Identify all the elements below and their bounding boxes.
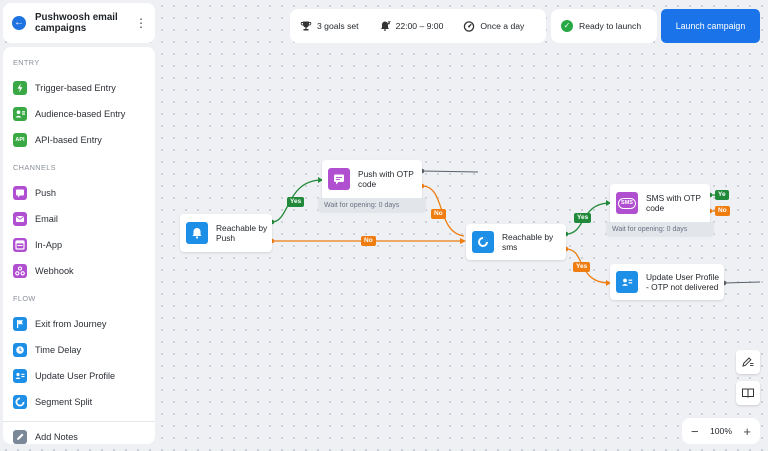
sidebar-item-update-profile[interactable]: Update User Profile (3, 363, 155, 389)
trophy-icon (300, 21, 312, 31)
branch-badge-yes: Yes (287, 197, 305, 207)
user-profile-icon (616, 271, 638, 293)
node-label: Reachable by sms (502, 232, 554, 252)
connector-update-profile-out (723, 281, 761, 284)
zoom-level: 100% (710, 426, 732, 436)
silent-hours-setting[interactable]: 22:00 – 9:00 (379, 20, 444, 32)
node-reachable-by-sms[interactable]: Reachable by sms (466, 224, 566, 260)
goals-setting[interactable]: 3 goals set (300, 20, 359, 32)
sms-icon: SMS (616, 192, 638, 214)
branch-badge-no: No (361, 236, 376, 246)
branch-badge-yes: Yes (573, 262, 591, 272)
elements-sidebar: ENTRY Trigger-based Entry Audience-based… (3, 47, 155, 444)
push-message-icon (328, 168, 350, 190)
branch-badge-no: No (431, 209, 446, 219)
connector-open-push-otp (421, 170, 479, 173)
sidebar-item-label: Update User Profile (35, 371, 116, 381)
node-reachable-by-push[interactable]: Reachable by Push (180, 214, 272, 252)
zoom-out-button[interactable]: − (691, 423, 699, 439)
sidebar-item-time-delay[interactable]: Time Delay (3, 337, 155, 363)
node-wait-info: Wait for opening: 0 days (318, 198, 426, 213)
segment-split-icon (472, 231, 494, 253)
sidebar-item-label: Trigger-based Entry (35, 83, 116, 93)
webhook-icon (13, 264, 27, 278)
sidebar-item-label: Webhook (35, 266, 74, 276)
node-label: SMS with OTP code (646, 193, 701, 213)
launch-campaign-button[interactable]: Launch campaign (661, 9, 760, 43)
branch-badge-yes: Ye (715, 190, 729, 200)
more-options-icon[interactable]: ⋮ (135, 16, 147, 30)
exit-flag-icon (13, 317, 27, 331)
node-sms-with-otp[interactable]: SMS SMS with OTP code (610, 184, 710, 222)
sidebar-item-segment-split[interactable]: Segment Split (3, 389, 155, 415)
journey-header: ← Pushwoosh email campaigns ⋮ (3, 3, 155, 43)
sidebar-item-audience-entry[interactable]: Audience-based Entry (3, 101, 155, 127)
zoom-in-button[interactable]: + (743, 423, 751, 439)
node-label: Push with OTP code (358, 169, 414, 189)
push-icon (13, 186, 27, 200)
branch-badge-no: No (715, 206, 730, 216)
clock-icon (13, 343, 27, 357)
sidebar-item-label: Segment Split (35, 397, 93, 407)
guide-tool[interactable] (736, 381, 760, 405)
sidebar-item-label: API-based Entry (35, 135, 102, 145)
sidebar-item-trigger-entry[interactable]: Trigger-based Entry (3, 75, 155, 101)
user-profile-icon (13, 369, 27, 383)
sms-icon-text: SMS (618, 197, 636, 209)
launch-status-label: Ready to launch (579, 21, 642, 31)
bell-icon (186, 222, 208, 244)
sidebar-item-label: Email (35, 214, 58, 224)
audience-icon (13, 107, 27, 121)
goals-label: 3 goals set (317, 21, 359, 31)
silent-hours-label: 22:00 – 9:00 (395, 21, 444, 31)
note-edit-icon (742, 357, 754, 367)
campaign-settings-bar[interactable]: 3 goals set 22:00 – 9:00 Once a day (290, 9, 546, 43)
segment-split-icon (13, 395, 27, 409)
sidebar-item-email[interactable]: Email (3, 206, 155, 232)
node-push-with-otp[interactable]: Push with OTP code (322, 160, 422, 198)
api-icon: API (13, 133, 27, 147)
sidebar-item-label: Time Delay (35, 345, 82, 355)
node-label: Update User Profile - OTP not delivered (646, 272, 720, 292)
sidebar-item-push[interactable]: Push (3, 180, 155, 206)
zoom-control: − 100% + (682, 418, 760, 444)
note-pen-icon (13, 430, 27, 444)
check-circle-icon: ✓ (561, 20, 573, 32)
sidebar-item-label: Audience-based Entry (35, 109, 126, 119)
gauge-icon (464, 21, 475, 32)
sidebar-item-in-app[interactable]: In-App (3, 232, 155, 258)
sidebar-item-label: In-App (35, 240, 63, 250)
sidebar-item-exit-journey[interactable]: Exit from Journey (3, 311, 155, 337)
in-app-icon (13, 238, 27, 252)
sidebar-item-label: Add Notes (35, 432, 78, 442)
bolt-icon (13, 81, 27, 95)
journey-title[interactable]: Pushwoosh email campaigns (35, 12, 118, 34)
section-title-entry: ENTRY (13, 58, 40, 67)
add-note-tool[interactable] (736, 350, 760, 374)
sidebar-item-webhook[interactable]: Webhook (3, 258, 155, 284)
sidebar-item-label: Exit from Journey (35, 319, 107, 329)
sidebar-item-api-entry[interactable]: API API-based Entry (3, 127, 155, 153)
sidebar-divider (3, 421, 155, 422)
launch-status: ✓ Ready to launch (551, 9, 657, 43)
sidebar-item-label: Push (35, 188, 56, 198)
book-icon (742, 388, 754, 398)
node-wait-info: Wait for opening: 0 days (606, 222, 714, 237)
email-icon (13, 212, 27, 226)
branch-badge-yes: Yes (574, 213, 592, 223)
section-title-flow: FLOW (13, 294, 36, 303)
frequency-setting[interactable]: Once a day (463, 20, 524, 32)
node-update-user-profile[interactable]: Update User Profile - OTP not delivered (610, 264, 724, 300)
frequency-label: Once a day (480, 21, 525, 31)
back-arrow-icon[interactable]: ← (12, 16, 26, 30)
sidebar-item-add-notes[interactable]: Add Notes (3, 422, 155, 451)
bell-off-icon (380, 21, 391, 31)
section-title-channels: CHANNELS (13, 163, 56, 172)
node-label: Reachable by Push (216, 223, 268, 243)
